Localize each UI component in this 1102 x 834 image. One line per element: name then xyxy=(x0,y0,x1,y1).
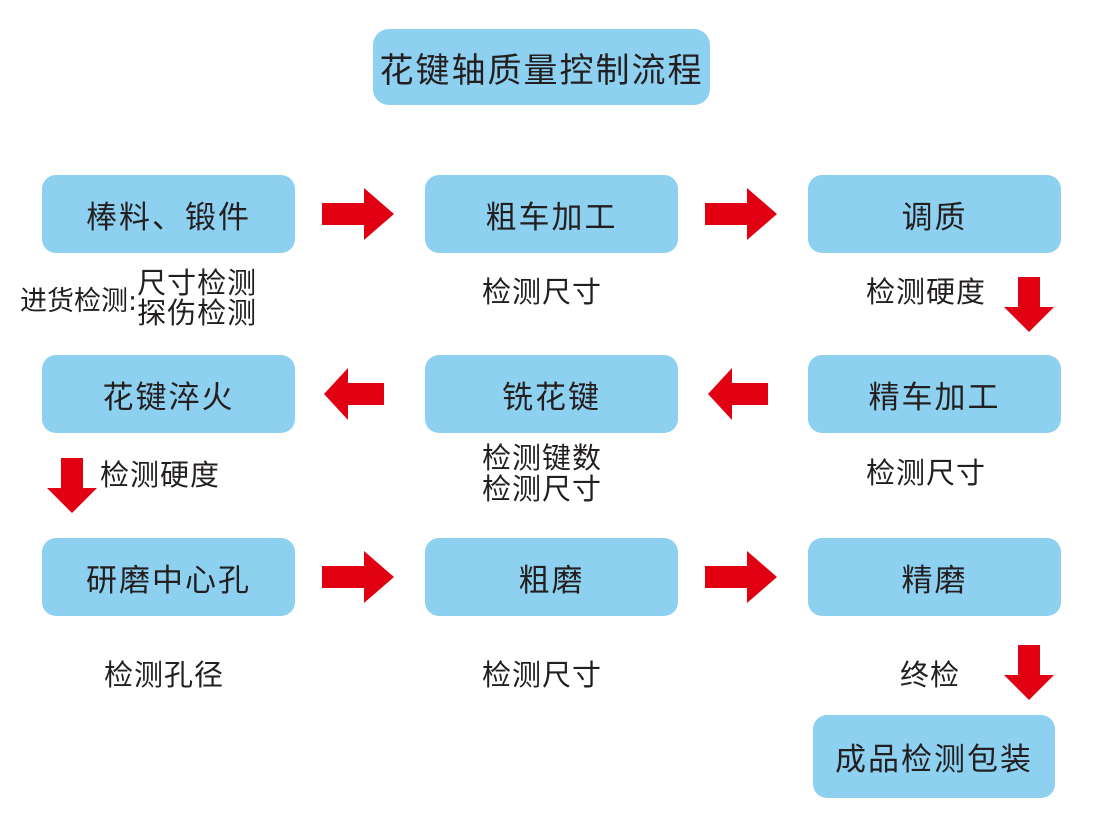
diagram-title-text: 花键轴质量控制流程 xyxy=(379,50,704,91)
process-box-quench-temper[interactable]: 调质 xyxy=(808,175,1061,253)
process-box-label: 精车加工 xyxy=(868,379,1001,416)
arrow-right-icon xyxy=(705,188,777,240)
process-box-label: 调质 xyxy=(901,199,968,236)
caption-incoming-lead: 进货检测: xyxy=(20,285,138,317)
process-box-label: 花键淬火 xyxy=(102,379,235,416)
process-box-final-packaging[interactable]: 成品检测包装 xyxy=(813,715,1055,798)
caption-mill-spline-line1: 检测键数 xyxy=(482,441,603,475)
caption-mill-spline-line2: 检测尺寸 xyxy=(482,471,603,506)
arrow-down-icon xyxy=(1004,645,1054,700)
process-box-rough-grind[interactable]: 粗磨 xyxy=(425,538,678,616)
process-box-label: 棒料、锻件 xyxy=(86,199,251,236)
caption-mill-spline: 检测键数 检测尺寸 xyxy=(482,443,602,504)
caption-quench-temper: 检测硬度 xyxy=(866,275,987,309)
caption-finish-turning: 检测尺寸 xyxy=(866,456,987,490)
process-box-label: 粗磨 xyxy=(518,562,585,599)
caption-incoming-line2: 探伤检测 xyxy=(137,296,258,331)
arrow-left-icon xyxy=(708,368,768,420)
process-box-center-hole[interactable]: 研磨中心孔 xyxy=(42,538,295,616)
caption-spline-quench: 检测硬度 xyxy=(100,458,221,492)
arrow-left-icon xyxy=(324,368,384,420)
caption-rough-turning: 检测尺寸 xyxy=(482,275,603,309)
arrow-down-icon xyxy=(1004,277,1054,332)
process-box-label: 成品检测包装 xyxy=(835,742,1033,778)
caption-incoming-line1: 尺寸检测 xyxy=(137,266,258,300)
process-box-mill-spline[interactable]: 铣花键 xyxy=(425,355,678,433)
caption-incoming-inspection: 进货检测: 尺寸检测 探伤检测 xyxy=(20,268,257,328)
arrow-right-icon xyxy=(322,188,394,240)
arrow-right-icon xyxy=(705,551,777,603)
process-box-rough-turning[interactable]: 粗车加工 xyxy=(425,175,678,253)
process-box-bar-forging[interactable]: 棒料、锻件 xyxy=(42,175,295,253)
process-box-spline-quench[interactable]: 花键淬火 xyxy=(42,355,295,433)
process-box-label: 研磨中心孔 xyxy=(86,562,251,599)
process-box-label: 精磨 xyxy=(901,562,968,599)
arrow-right-icon xyxy=(322,551,394,603)
process-box-label: 铣花键 xyxy=(502,379,601,416)
arrow-down-icon xyxy=(47,458,97,513)
caption-rough-grind: 检测尺寸 xyxy=(482,658,603,692)
caption-incoming-items: 尺寸检测 探伤检测 xyxy=(137,268,257,328)
process-box-finish-turning[interactable]: 精车加工 xyxy=(808,355,1061,433)
diagram-title-box: 花键轴质量控制流程 xyxy=(373,29,710,105)
process-box-label: 粗车加工 xyxy=(485,199,618,236)
process-box-finish-grind[interactable]: 精磨 xyxy=(808,538,1061,616)
caption-final-inspection: 终检 xyxy=(900,658,961,692)
caption-center-hole: 检测孔径 xyxy=(104,658,225,692)
